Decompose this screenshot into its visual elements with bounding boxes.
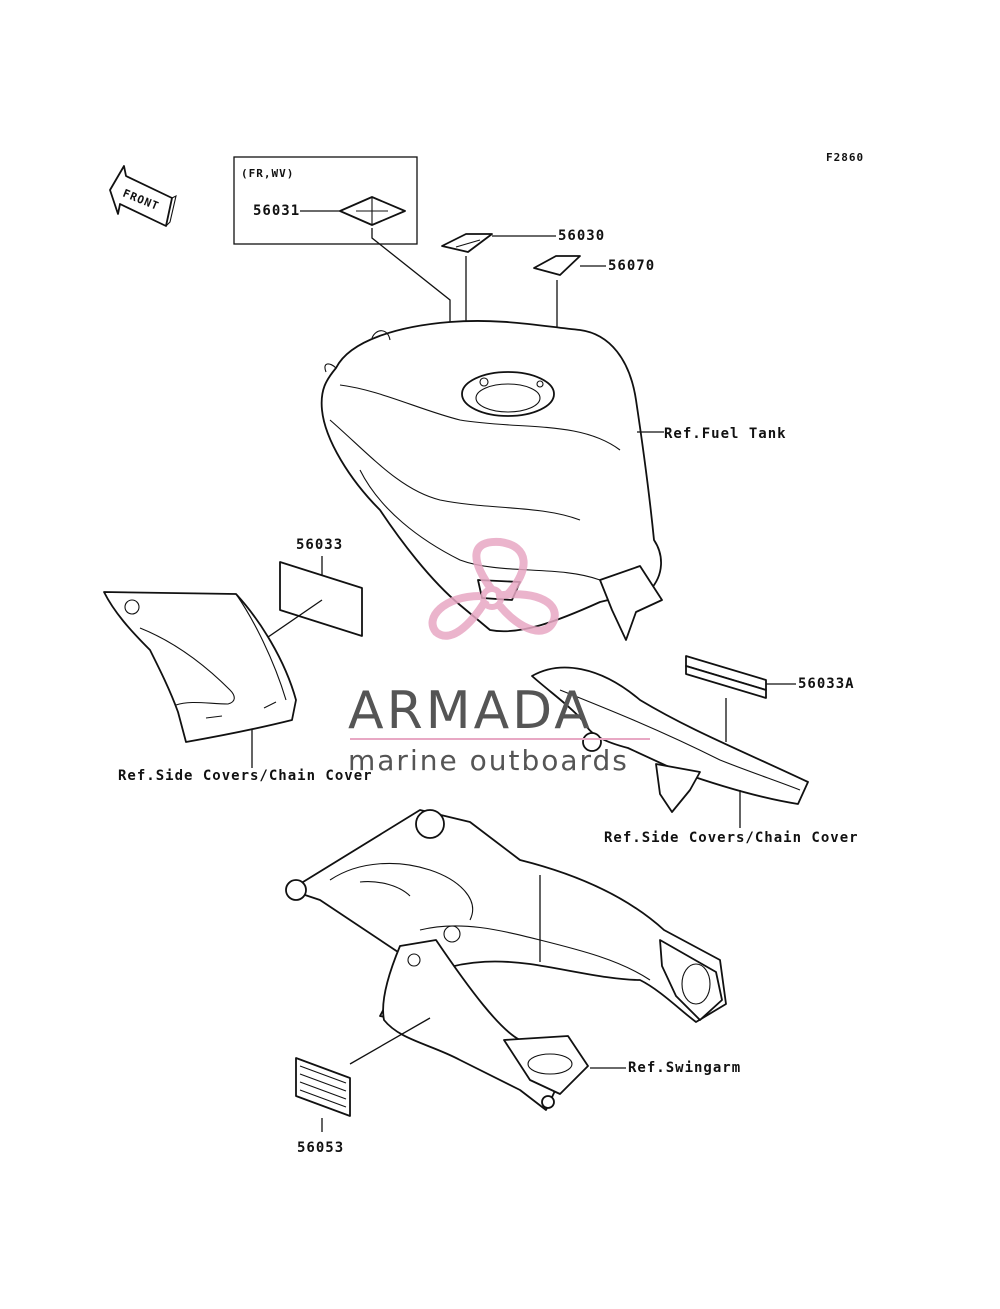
ref-fuel-tank-label: Ref.Fuel Tank xyxy=(664,426,787,442)
decal-56033A: 56033A xyxy=(685,655,855,742)
ref-side-covers-left-label: Ref.Side Covers/Chain Cover xyxy=(118,768,373,784)
brand-name: ARMADA xyxy=(348,681,593,741)
decal-56033: 56033 xyxy=(254,537,363,647)
right-chain-cover-illustration: Ref.Side Covers/Chain Cover xyxy=(531,666,859,846)
decal-56053: 56053 xyxy=(295,1017,431,1156)
left-side-cover-illustration: Ref.Side Covers/Chain Cover xyxy=(103,591,373,784)
part-56033A-label: 56033A xyxy=(798,676,855,692)
ref-swingarm-label: Ref.Swingarm xyxy=(628,1060,741,1076)
part-56053-label: 56053 xyxy=(297,1140,344,1156)
fuel-tank-illustration: Ref.Fuel Tank xyxy=(320,320,787,641)
part-56033-label: 56033 xyxy=(296,537,343,553)
armada-watermark: ARMADA marine outboards xyxy=(348,537,650,777)
variant-box: (FR,WV) 56031 xyxy=(233,156,451,352)
swingarm-illustration: Ref.Swingarm xyxy=(285,809,741,1111)
decal-56030: 56030 xyxy=(441,228,605,365)
ref-side-covers-right-label: Ref.Side Covers/Chain Cover xyxy=(604,830,859,846)
brand-tagline: marine outboards xyxy=(348,744,629,777)
part-56030-label: 56030 xyxy=(558,228,605,244)
propeller-logo-icon xyxy=(428,537,559,640)
part-56070-label: 56070 xyxy=(608,258,655,274)
front-arrow-icon: FRONT xyxy=(109,165,177,227)
part-56031-label: 56031 xyxy=(253,203,300,219)
variant-title: (FR,WV) xyxy=(241,167,294,180)
figure-code: F2860 xyxy=(826,151,864,164)
